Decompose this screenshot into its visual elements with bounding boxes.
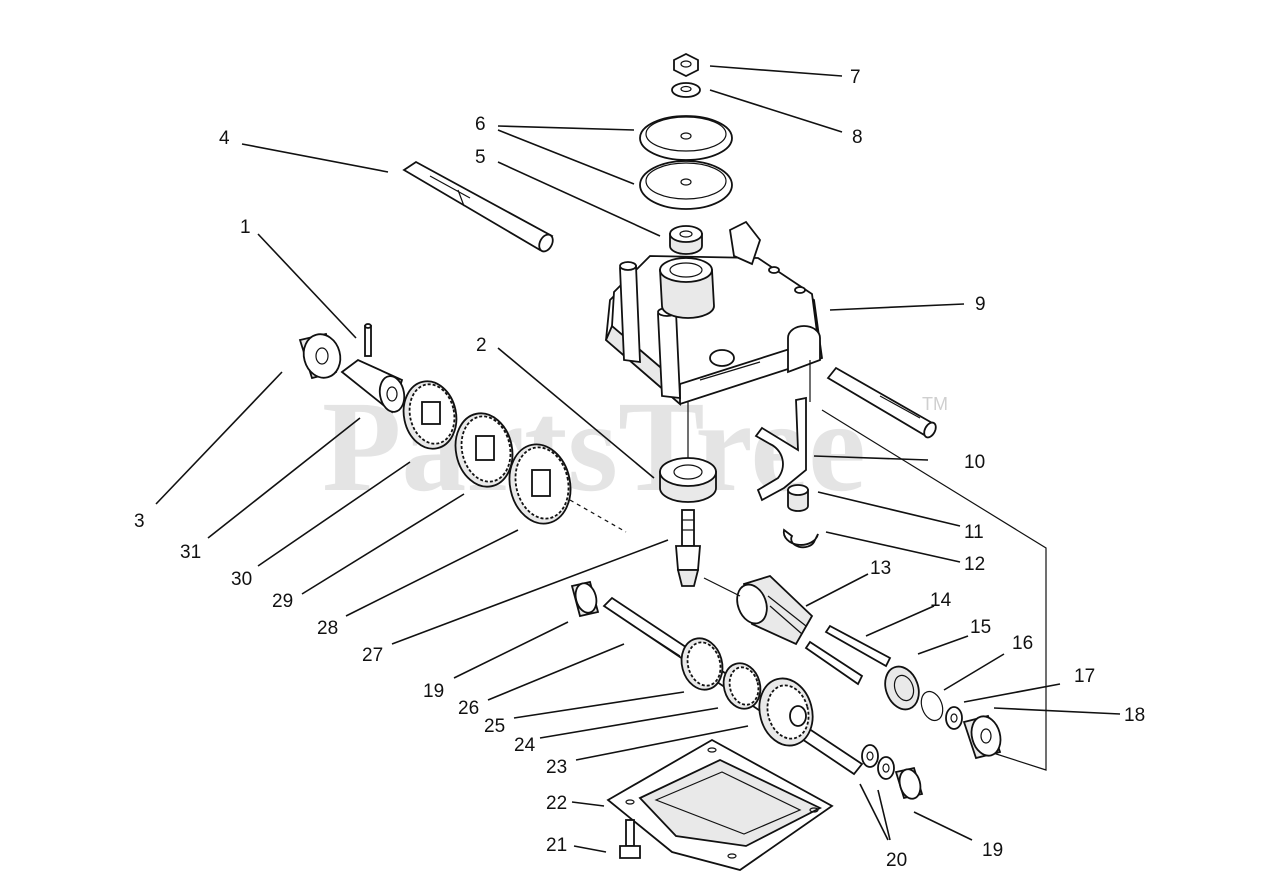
callout-16: 16: [1012, 633, 1033, 654]
callout-27: 27: [362, 645, 383, 666]
part-20-washer-b[interactable]: [877, 756, 895, 780]
part-30-gear[interactable]: [397, 376, 462, 453]
callout-22: 22: [546, 793, 567, 814]
part-15-bearing[interactable]: [879, 662, 924, 714]
callout-15: 15: [970, 617, 991, 638]
callout-6: 6: [475, 114, 486, 135]
leader-lines: [155, 65, 1121, 853]
callout-2: 2: [476, 335, 487, 356]
callout-24: 24: [514, 735, 536, 756]
callout-4: 4: [219, 128, 230, 149]
part-13-splined-collar[interactable]: [732, 574, 814, 646]
part-6-disc-upper[interactable]: [639, 115, 733, 161]
callout-13: 13: [870, 558, 891, 579]
part-output-shaft-right[interactable]: [826, 366, 938, 439]
callout-8: 8: [852, 127, 863, 148]
callout-19-upper: 19: [423, 681, 444, 702]
part-22-lower-cover[interactable]: [606, 738, 834, 871]
callout-26: 26: [458, 698, 479, 719]
callout-labels: 7 8 6 5 4 1 2 9 10 11 12 13 14 15 16 17 …: [134, 67, 1145, 871]
part-9-transmission-housing[interactable]: [604, 220, 823, 406]
part-5-bushing[interactable]: [669, 225, 703, 255]
part-28-gear[interactable]: [502, 439, 577, 530]
part-12-clip[interactable]: [782, 528, 819, 549]
part-27-pinion-shaft[interactable]: [675, 509, 701, 587]
callout-3: 3: [134, 511, 145, 532]
callout-28: 28: [317, 618, 338, 639]
watermark-tm: TM: [922, 394, 948, 414]
part-4-input-shaft[interactable]: [402, 160, 556, 254]
part-14-key[interactable]: [804, 624, 892, 686]
part-17-washer[interactable]: [945, 706, 963, 730]
part-10-shift-fork[interactable]: [754, 396, 807, 502]
part-6-disc-lower[interactable]: [639, 160, 733, 210]
callout-11: 11: [964, 522, 984, 543]
callout-30: 30: [231, 569, 252, 590]
part-24-gear[interactable]: [719, 659, 766, 713]
callout-7: 7: [850, 67, 861, 88]
callout-25: 25: [484, 716, 505, 737]
callout-1: 1: [240, 217, 251, 238]
part-7-nut[interactable]: [673, 52, 699, 78]
part-3-bushing[interactable]: [298, 330, 345, 382]
callout-18: 18: [1124, 705, 1145, 726]
part-19-bushing-lower[interactable]: [894, 766, 924, 801]
callout-21: 21: [546, 835, 567, 856]
part-16-snap-ring[interactable]: [917, 688, 946, 723]
callout-5: 5: [475, 147, 486, 168]
callout-14: 14: [930, 590, 952, 611]
part-19-bushing-upper[interactable]: [570, 580, 600, 618]
part-8-washer[interactable]: [671, 82, 701, 98]
callout-31: 31: [180, 542, 201, 563]
callout-10: 10: [964, 452, 985, 473]
part-21-bolt[interactable]: [619, 819, 641, 859]
part-25-gear[interactable]: [676, 634, 728, 695]
part-1-roll-pin[interactable]: [364, 323, 372, 357]
part-31-shift-collar[interactable]: [340, 358, 407, 414]
callout-23: 23: [546, 757, 567, 778]
callout-29: 29: [272, 591, 293, 612]
callout-17: 17: [1074, 666, 1095, 687]
part-20-washer-a[interactable]: [861, 744, 879, 768]
callout-9: 9: [975, 294, 986, 315]
callout-19-lower: 19: [982, 840, 1003, 861]
callout-12: 12: [964, 554, 985, 575]
part-2-bearing[interactable]: [659, 457, 717, 503]
part-23-bevel-gear[interactable]: [752, 672, 820, 751]
callout-20: 20: [886, 850, 907, 871]
part-11-spacer[interactable]: [787, 484, 809, 512]
part-18-bushing[interactable]: [962, 713, 1005, 760]
part-29-gear[interactable]: [449, 408, 519, 492]
